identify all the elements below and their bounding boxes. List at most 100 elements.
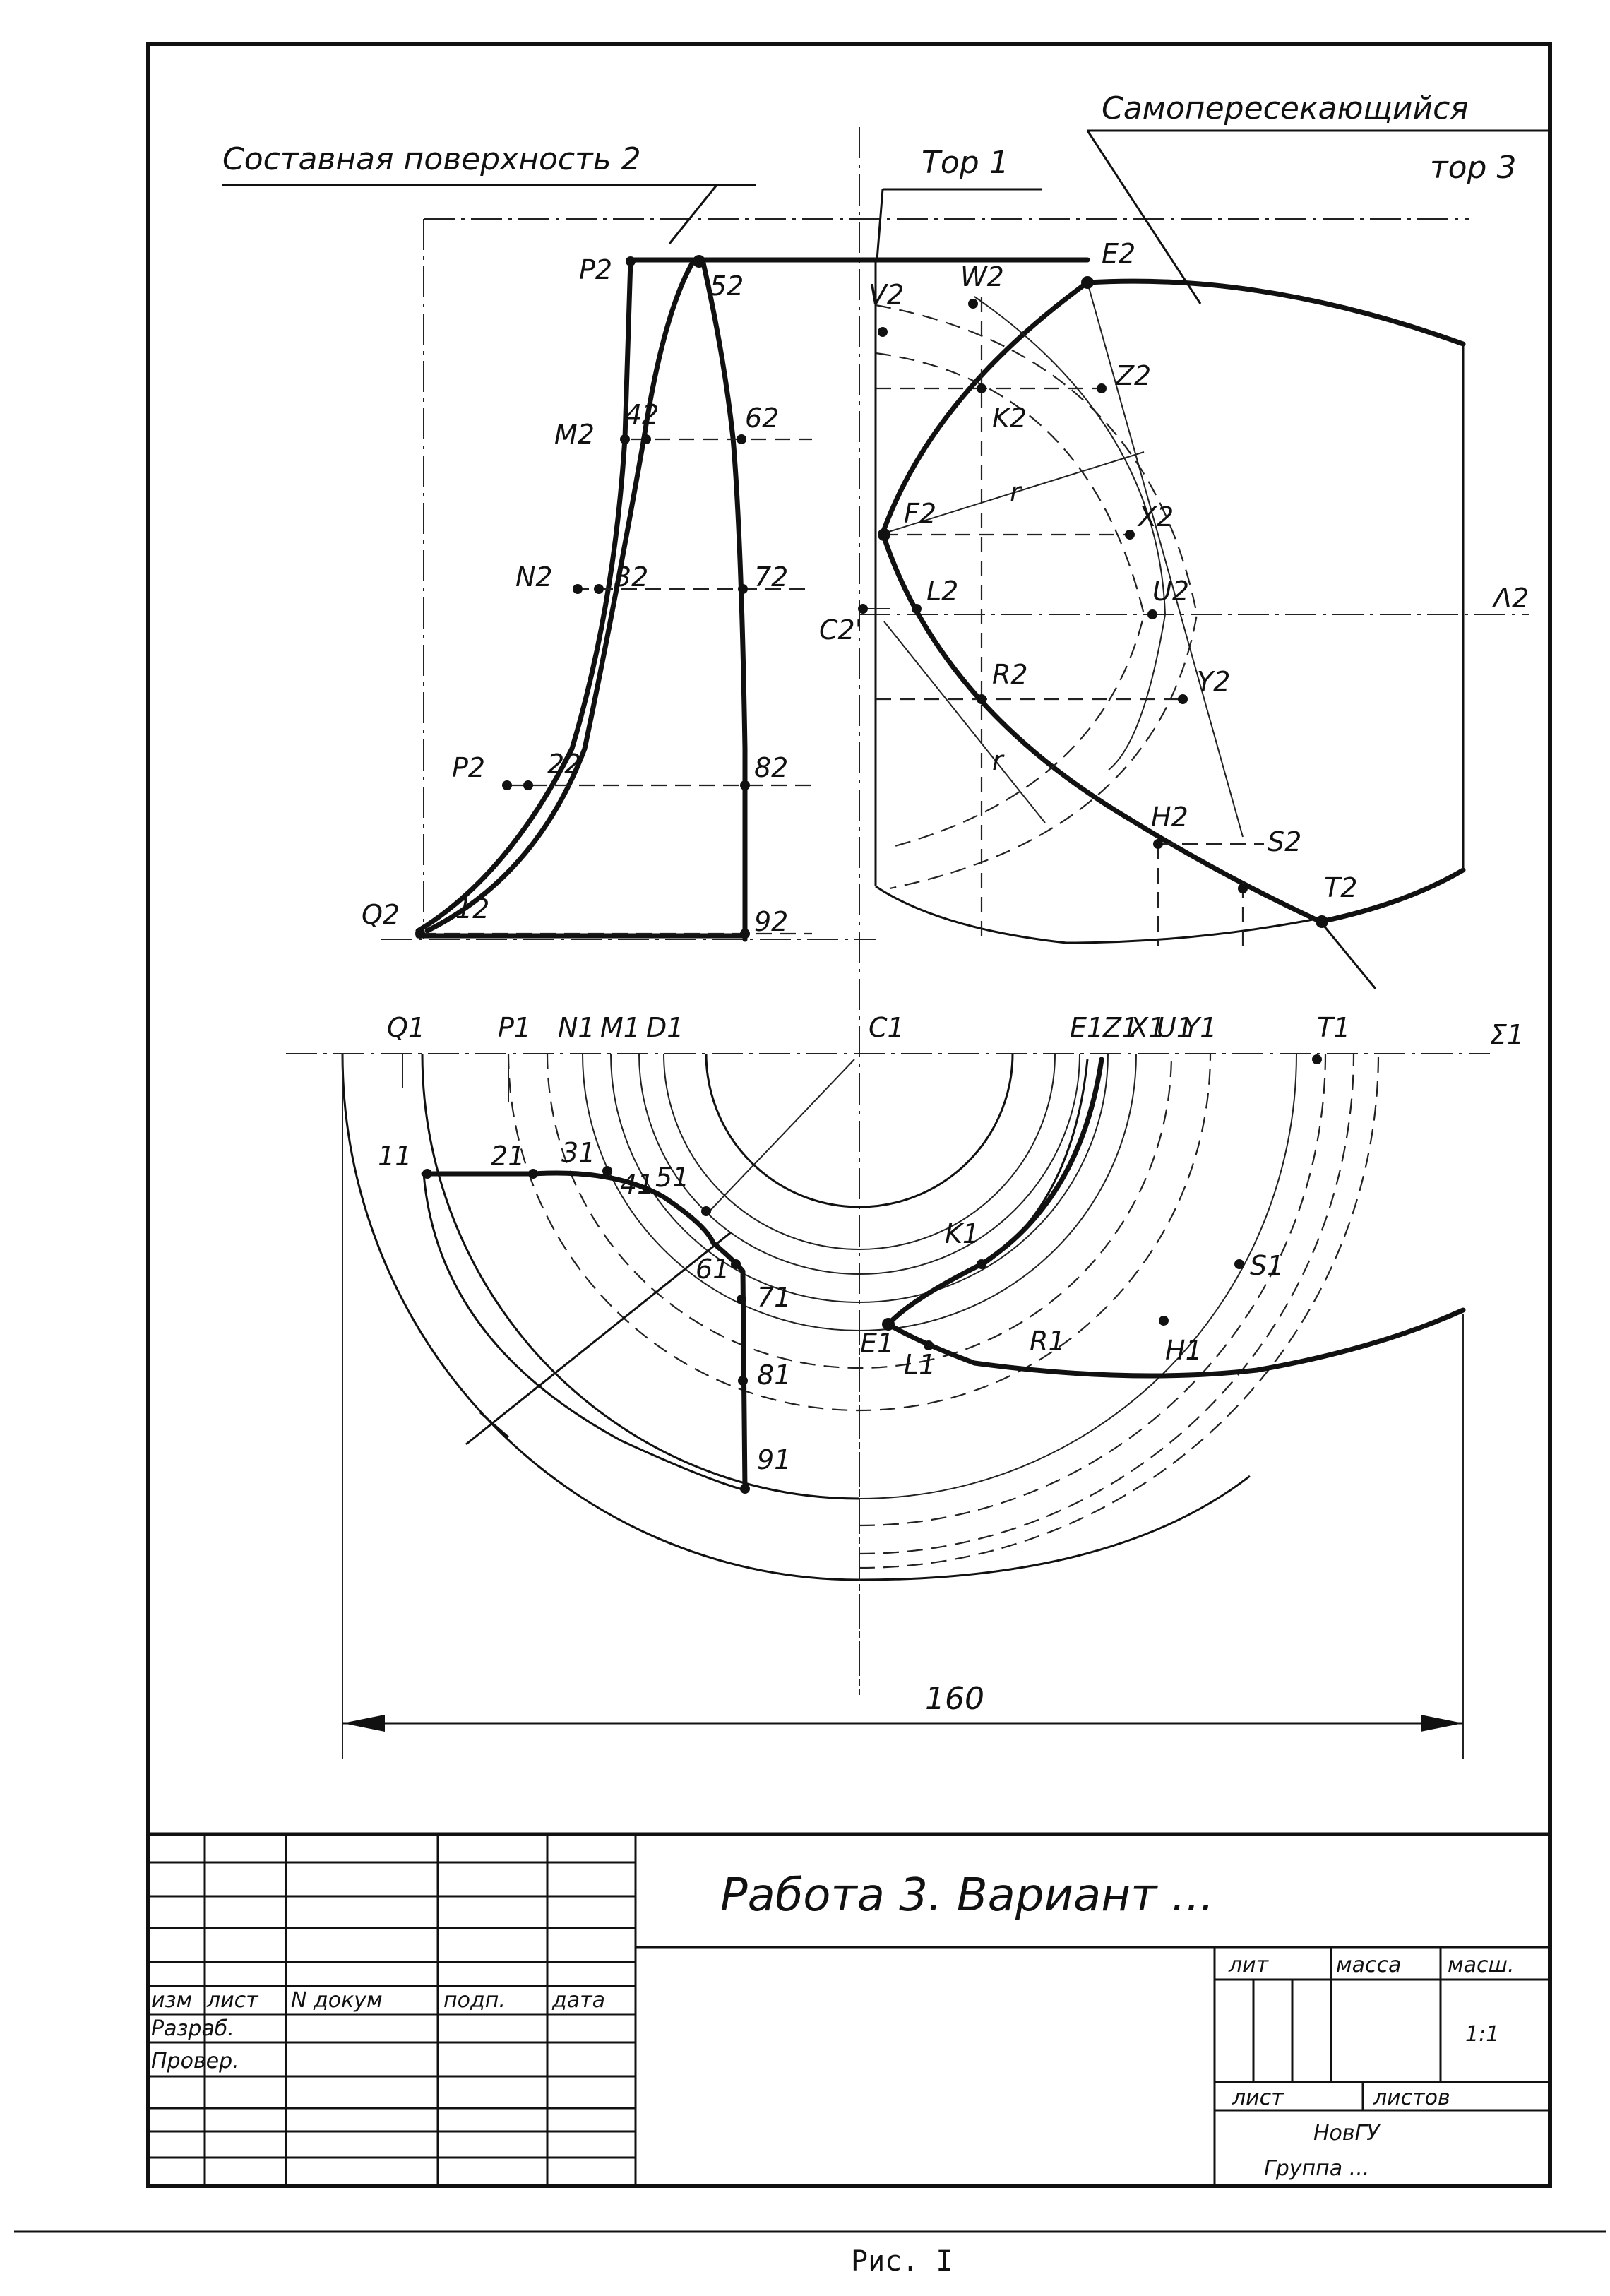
top-torus-curve-r [886,1307,1466,1379]
point-Q2 [415,929,425,939]
point-X2 [1125,530,1135,540]
point-N2 [573,584,583,594]
label-K1: K1 [945,1218,979,1249]
label-4-2: 42 [625,399,659,430]
dim-arrow-left [342,1715,385,1732]
leader-text-torus3-a: Самопересекающийся [1102,90,1469,126]
outer-half-ring [341,1053,1251,1581]
tb-masht: масш. [1448,1953,1515,1977]
top-torus-curve-k [886,1057,1104,1327]
ring-f [610,1053,1109,1303]
point-U2 [1147,609,1157,619]
point-L2 [912,604,922,614]
torus3-construction-line [1087,282,1244,838]
point-6-2 [737,434,746,444]
tb-row-razrab: Разраб. [151,2016,234,2041]
ring-outer-right-2 [859,1053,1355,1555]
ring-b [859,1053,1297,1499]
label-8-1: 81 [757,1360,791,1391]
tb-lit: лит [1228,1953,1270,1977]
tb-col-sign: подп. [443,1988,506,2013]
construction-arc-third [974,296,1167,771]
label-M1: M1 [600,1012,640,1043]
ring-g [638,1053,1080,1275]
label-1-1: 11 [378,1141,412,1172]
figure-caption: Рис. I [851,2245,953,2278]
top-outer-join [422,1173,746,1492]
ring-h [663,1053,1056,1250]
point-W2 [968,299,978,309]
point-7-2 [738,584,748,594]
radius-upper [883,451,1145,534]
tb-col-doc: N докум [291,1988,383,2013]
point-H1 [1159,1316,1169,1326]
point-E1-low [882,1318,895,1331]
label-9-1: 91 [757,1444,791,1475]
point-S2 [1238,884,1248,893]
label-C1: C1 [869,1012,905,1043]
point-9-2 [740,929,750,939]
tb-org: НовГУ [1313,2121,1381,2146]
leader-text-composite: Составная поверхность 2 [222,141,641,177]
label-K2: K2 [992,403,1027,434]
label-P2-lower: P2 [452,752,485,783]
label-8-2: 82 [754,752,788,783]
torus1-cut-arc [875,885,1321,944]
point-P2 [626,256,636,266]
label-N1: N1 [558,1012,595,1043]
dim-arrow-right [1421,1715,1463,1732]
top-dim-tick [479,1411,509,1439]
label-E1-low: E1 [860,1328,894,1359]
label-4-1: 41 [620,1169,654,1200]
label-R2: R2 [992,659,1028,690]
construction-arc-inner [875,352,1145,849]
leader-torus3 [1086,130,1202,304]
point-K2 [977,383,986,393]
label-r-lower: r [992,745,1005,776]
label-H1: H1 [1165,1335,1203,1366]
label-Y2: Y2 [1197,666,1230,697]
label-S1: S1 [1250,1250,1284,1281]
label-X2: X2 [1137,501,1174,533]
leader-torus1 [876,189,884,261]
tb-sheet: лист [1232,2086,1284,2110]
composite-right-profile [700,257,748,942]
leader-text-torus3-b: тор 3 [1430,150,1516,186]
torus3-lower-arc [1318,867,1466,924]
top-points [422,1054,1322,1494]
leader-composite [668,184,718,244]
label-3-1: 31 [561,1137,595,1168]
label-X1: X1 [1128,1012,1165,1043]
top-extension-line [465,1231,732,1446]
dimension-value: 160 [925,1681,984,1717]
point-K1 [977,1259,986,1269]
front-labels: P2 52 V2 W2 E2 M2 42 62 Z2 K2 N2 32 72 F… [362,238,1529,937]
point-2-2 [523,780,533,790]
overall-dimension: 160 [342,1054,1464,1759]
label-7-2: 72 [754,561,788,593]
point-T1 [1312,1054,1322,1064]
point-V2 [878,327,888,337]
label-L1: L1 [904,1349,936,1380]
label-9-2: 92 [754,906,788,937]
label-3-2: 32 [614,561,648,593]
point-3-1 [602,1166,612,1176]
point-E2 [1081,276,1094,289]
label-U1: U1 [1157,1012,1193,1043]
ring-inner [705,1053,1014,1208]
point-L1 [924,1340,934,1350]
front-points [415,255,1328,939]
point-H2 [1153,839,1163,849]
label-6-1: 61 [696,1254,729,1285]
torus3-arc [1085,278,1466,347]
radius-lower [883,621,1046,823]
label-W2: W2 [960,261,1004,292]
point-F2 [878,528,890,541]
point-S1 [1234,1259,1244,1269]
point-8-1 [738,1376,748,1386]
top-torus-inner [984,1059,1089,1266]
point-7-1 [737,1295,746,1304]
label-U2: U2 [1152,576,1189,607]
label-E2: E2 [1102,238,1135,269]
